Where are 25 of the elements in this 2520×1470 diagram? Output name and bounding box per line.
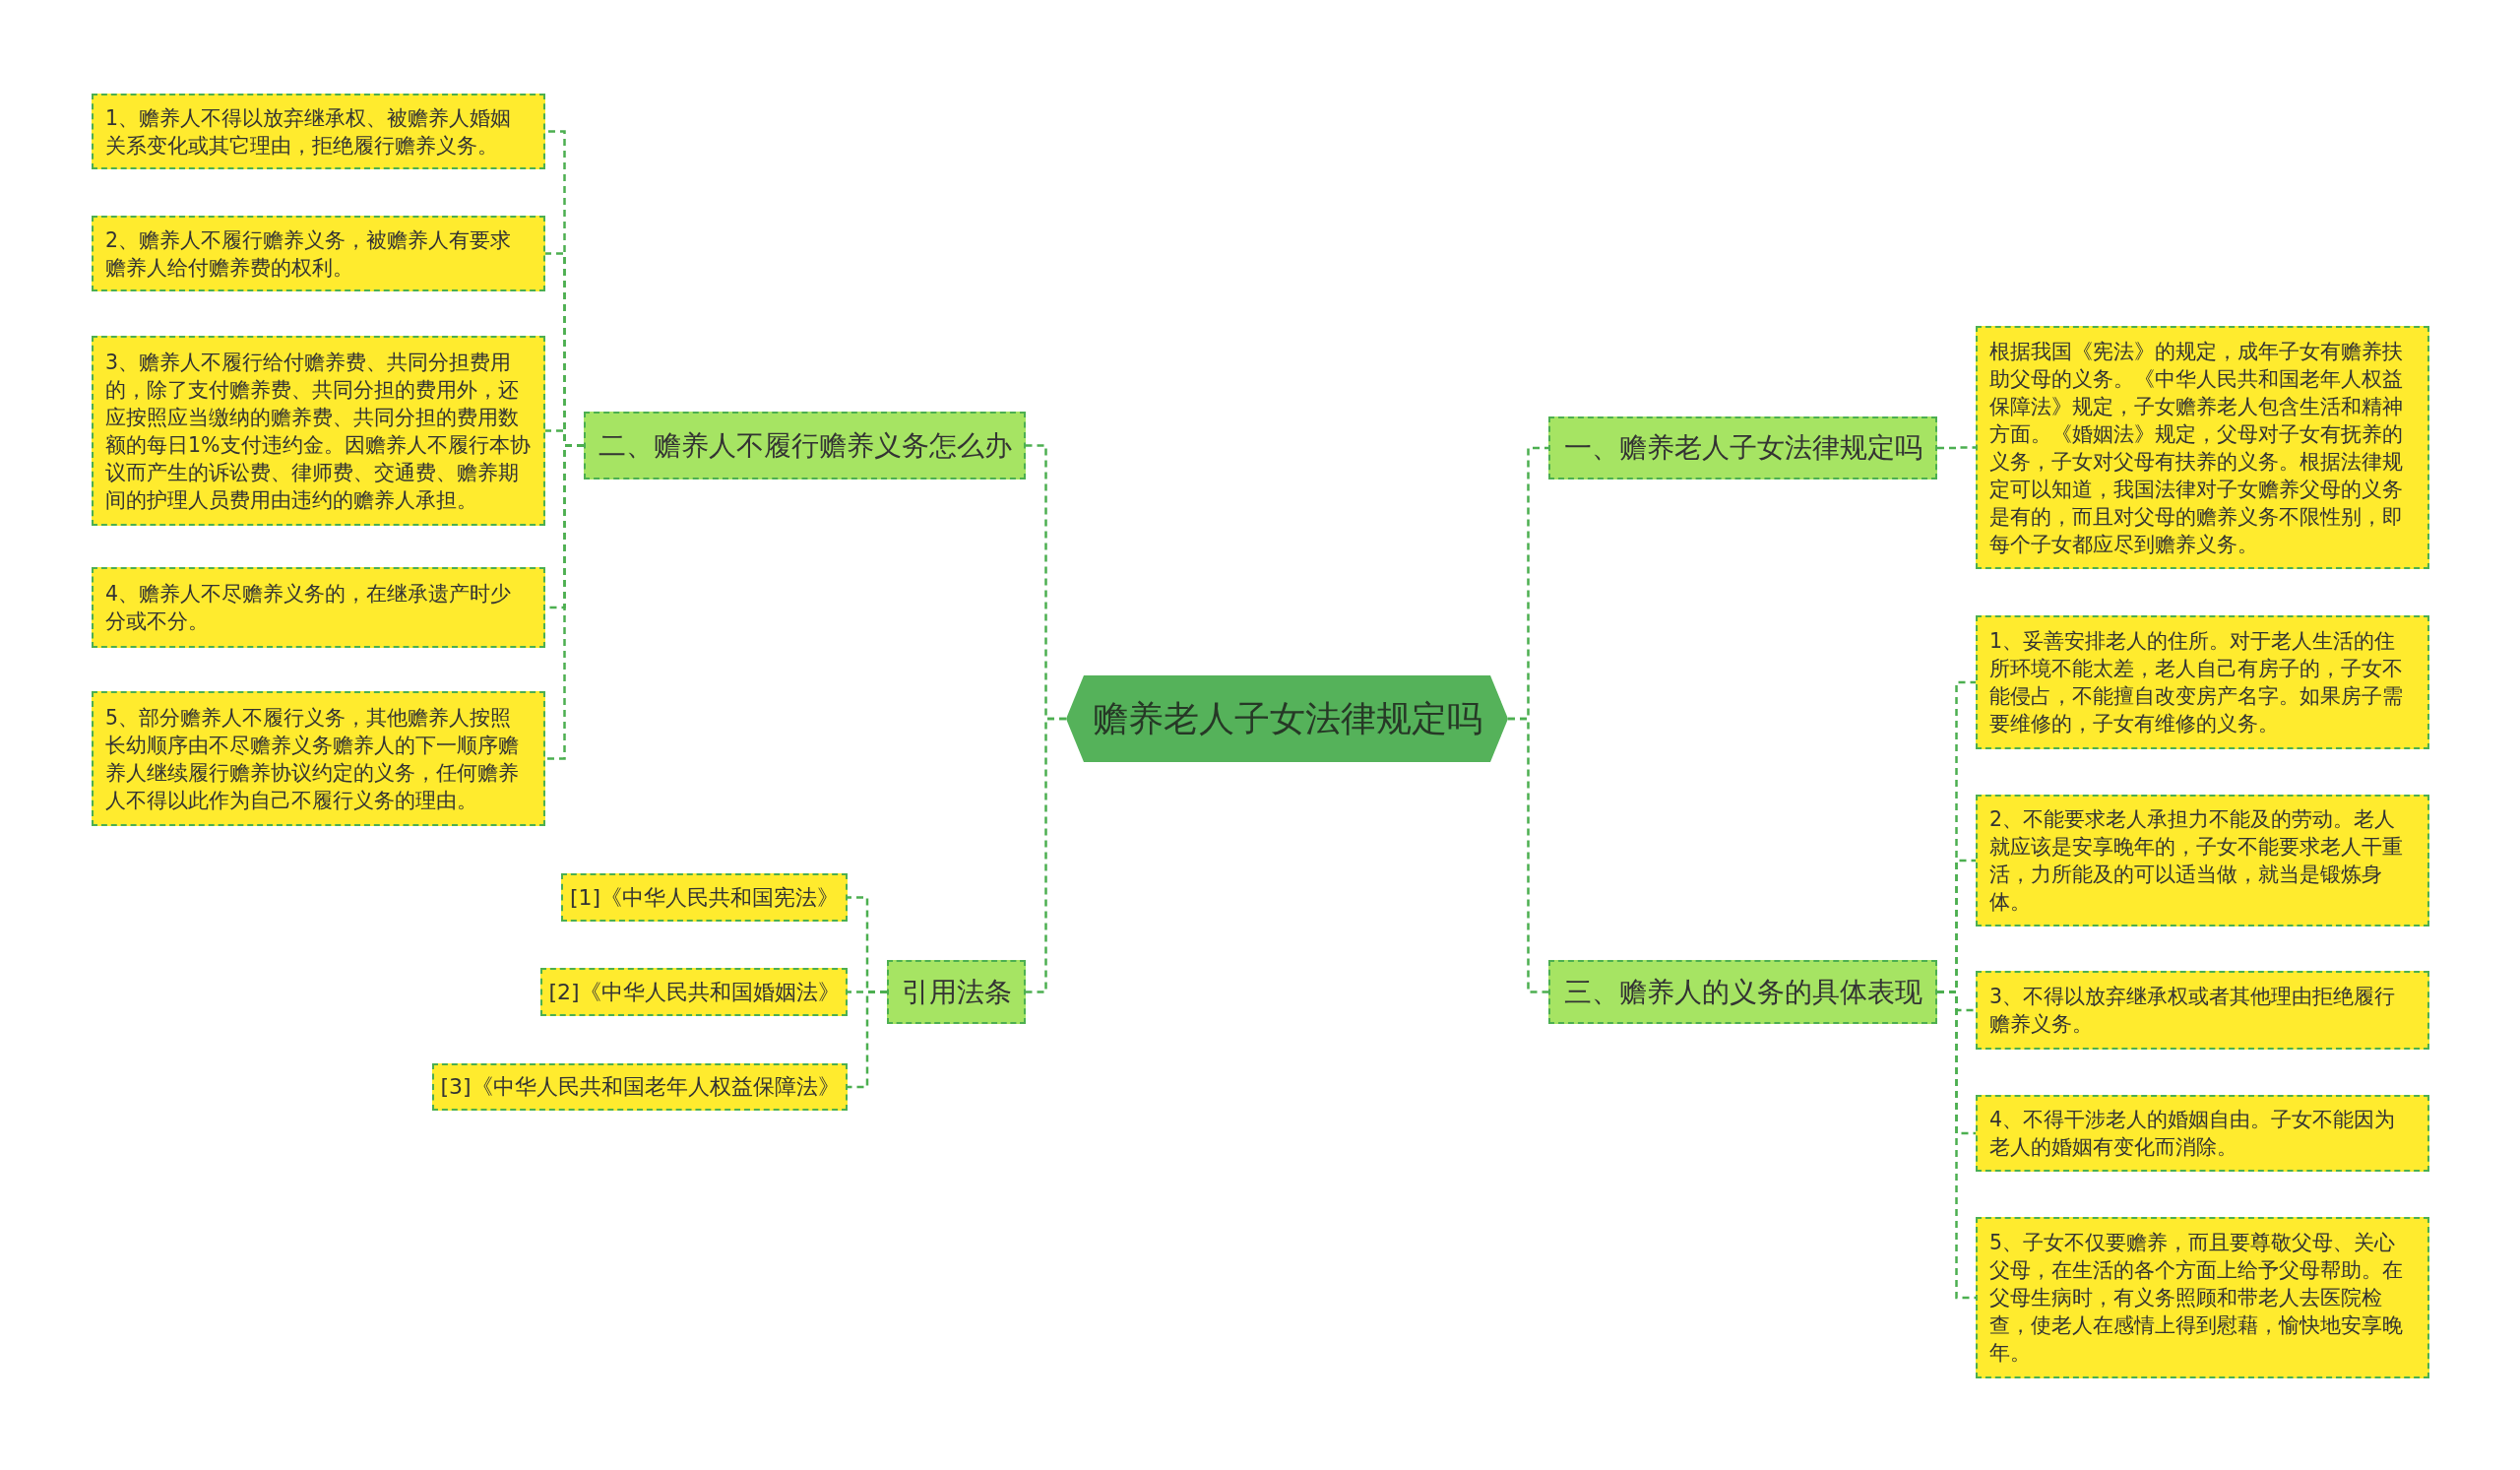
citation-box: [1]《中华人民共和国宪法》 (561, 873, 848, 922)
branch-topic: 一、赡养老人子女法律规定吗 (1548, 416, 1937, 479)
text-box: 2、赡养人不履行赡养义务，被赡养人有要求赡养人给付赡养费的权利。 (92, 216, 545, 291)
branch-topic: 三、赡养人的义务的具体表现 (1548, 960, 1937, 1024)
text-box: 2、不能要求老人承担力不能及的劳动。老人就应该是安享晚年的，子女不能要求老人干重活，力所能及的可以适当做，就当是锻炼身体。 (1976, 795, 2429, 927)
text-box: 3、不得以放弃继承权或者其他理由拒绝履行赡养义务。 (1976, 971, 2429, 1050)
text-box: 3、赡养人不履行给付赡养费、共同分担费用的，除了支付赡养费、共同分担的费用外，还应按照应当缴纳的赡养费、共同分担的费用数额的每日1%支付违约金。因赡养人不履行本协议而产生的诉讼费、律师费、交通费、赡养期间的护理人员费用由违约的赡养人承担。 (92, 336, 545, 526)
text-box: 5、部分赡养人不履行义务，其他赡养人按照长幼顺序由不尽赡养义务赡养人的下一顺序赡养人继续履行赡养协议约定的义务，任何赡养人不得以此作为自己不履行义务的理由。 (92, 691, 545, 826)
central-topic: 赡养老人子女法律规定吗 (1066, 675, 1508, 762)
text-box: 5、子女不仅要赡养，而且要尊敬父母、关心父母，在生活的各个方面上给予父母帮助。在父母生病时，有义务照顾和带老人去医院检查，使老人在感情上得到慰藉，愉快地安享晚年。 (1976, 1217, 2429, 1378)
text-box: 4、赡养人不尽赡养义务的，在继承遗产时少分或不分。 (92, 567, 545, 648)
branch-topic: 引用法条 (887, 960, 1026, 1024)
text-box: 1、妥善安排老人的住所。对于老人生活的住所环境不能太差，老人自己有房子的，子女不能侵占，不能擅自改变房产名字。如果房子需要维修的，子女有维修的义务。 (1976, 615, 2429, 749)
branch-topic: 二、赡养人不履行赡养义务怎么办 (584, 412, 1026, 479)
citation-box: [3]《中华人民共和国老年人权益保障法》 (432, 1063, 848, 1111)
connector-line (1026, 717, 1066, 993)
text-box: 1、赡养人不得以放弃继承权、被赡养人婚姻关系变化或其它理由，拒绝履行赡养义务。 (92, 94, 545, 169)
connector-line (1937, 991, 1976, 1300)
text-box: 4、不得干涉老人的婚姻自由。子女不能因为老人的婚姻有变化而消除。 (1976, 1095, 2429, 1172)
connector-line (848, 991, 887, 1089)
text-box: 根据我国《宪法》的规定，成年子女有赡养扶助父母的义务。《中华人民共和国老年人权益保障法》规定，子女赡养老人包含生活和精神方面。《婚姻法》规定，父母对子女有抚养的义务，子女对父母有扶养的义务。根据法律规定可以知道，我国法律对子女赡养父母的义务是有的，而且对父母的赡养义务不限性别，即每个子女都应尽到赡养义务。 (1976, 326, 2429, 569)
connector-line (1508, 717, 1548, 993)
connector-line (1937, 446, 1976, 450)
citation-box: [2]《中华人民共和国婚姻法》 (540, 968, 848, 1016)
connector-line (545, 444, 584, 760)
